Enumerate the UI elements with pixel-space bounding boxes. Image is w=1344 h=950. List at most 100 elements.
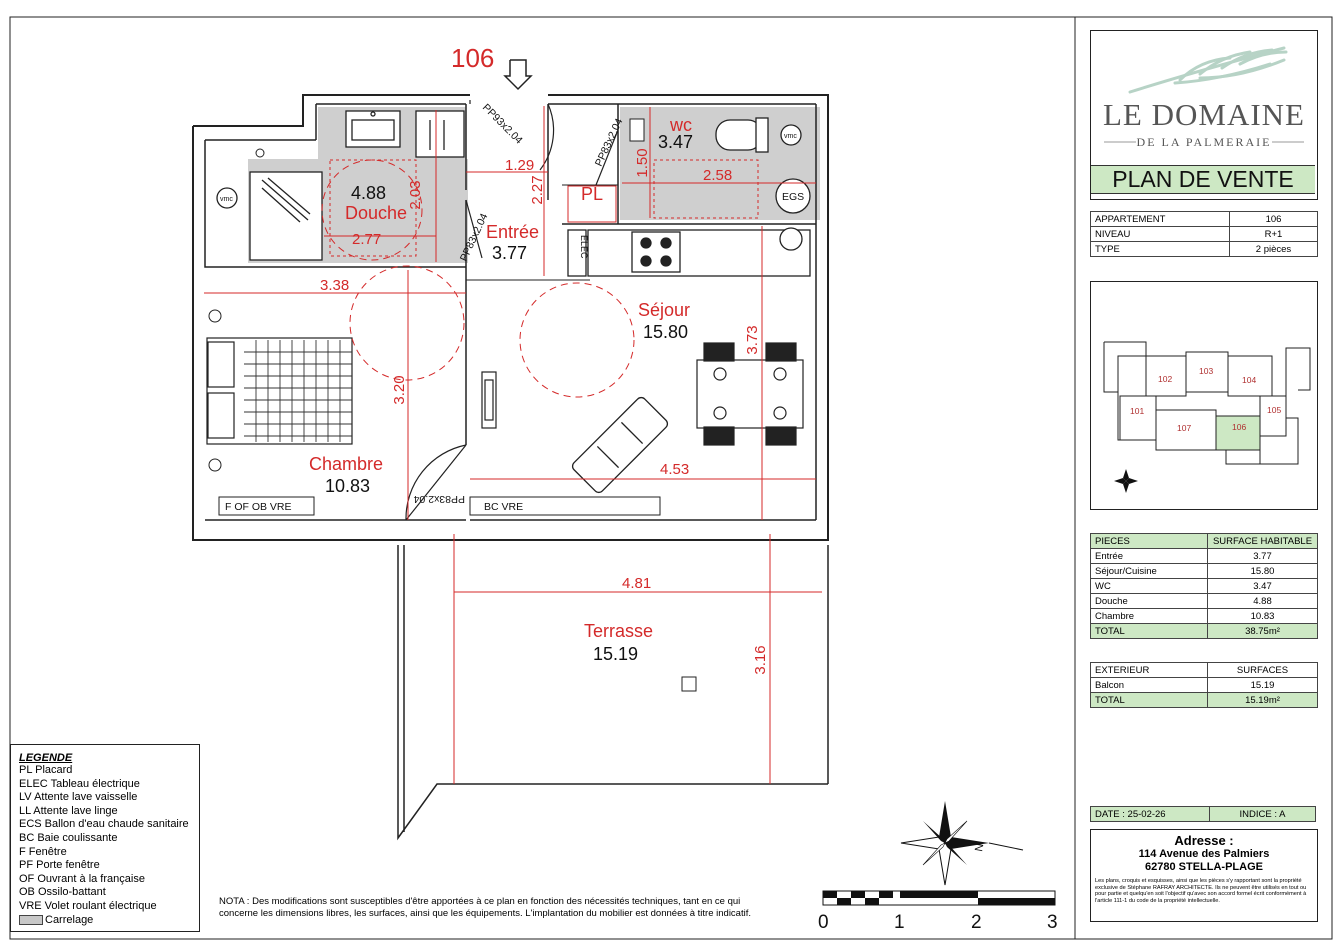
piece-name: WC	[1090, 578, 1208, 594]
surfaces-header-row: PIECES SURFACE HABITABLE	[1090, 533, 1318, 549]
vmc-vent-wc	[780, 124, 802, 146]
locator-unit-label: 102	[1158, 374, 1172, 384]
surfaces-header-piece: PIECES	[1090, 533, 1208, 549]
exterior-header-row: EXTERIEUR SURFACES	[1090, 662, 1318, 678]
dimension-label: 1.29	[505, 157, 534, 174]
tv-unit	[481, 371, 497, 429]
dimension-label: 3.20	[391, 375, 408, 404]
legend-item: F Fenêtre	[19, 845, 67, 858]
sofa	[571, 396, 669, 494]
legend-item: OF Ouvrant à la française	[19, 872, 145, 885]
piece-surface: 15.80	[1207, 563, 1318, 579]
piece-surface: 3.47	[1207, 578, 1318, 594]
door-tag: PP93x2.04	[480, 102, 525, 147]
room-area-sejour: 15.80	[643, 322, 688, 342]
water-heater-egs	[775, 178, 811, 214]
vmc-label-wc: vmc	[784, 133, 797, 140]
legend-item: OB Ossilo-battant	[19, 886, 106, 899]
date-index-table: DATE : 25-02-26 INDICE : A	[1090, 806, 1316, 822]
placard-label: PL	[581, 184, 603, 204]
locator-unit-label: 101	[1130, 406, 1144, 416]
note-line-2: concerne les dimensions libres, les surf…	[219, 908, 751, 919]
kitchen-counter	[567, 227, 811, 277]
piece-surface: 10.83	[1207, 608, 1318, 624]
double-bed	[206, 337, 353, 445]
surfaces-total-row: TOTAL 38.75m²	[1090, 623, 1318, 639]
piece-name: Balcon	[1090, 677, 1208, 693]
total-label: TOTAL	[1090, 623, 1208, 639]
locator-unit-label: 107	[1177, 423, 1191, 433]
door-swings	[405, 100, 619, 521]
exterior-total-row: TOTAL 15.19m²	[1090, 692, 1318, 708]
legend-item: LV Attente lave vaisselle	[19, 791, 138, 804]
terrace-outline	[397, 545, 829, 841]
exterior-header-piece: EXTERIEUR	[1090, 662, 1208, 678]
brand-name: LE DOMAINE	[1103, 97, 1305, 132]
elec-label: ELEC	[579, 235, 589, 259]
building-walls	[192, 94, 829, 541]
piece-name: Douche	[1090, 593, 1208, 609]
vmc-label-bathroom: vmc	[220, 196, 233, 203]
type-row: TYPE 2 pièces	[1090, 241, 1318, 257]
building-locator-map	[1090, 281, 1318, 510]
dimension-label: 4.81	[622, 575, 651, 592]
sheet-title: PLAN DE VENTE	[1091, 165, 1315, 194]
bedside-lamp-top	[208, 309, 222, 323]
piece-name: Entrée	[1090, 548, 1208, 564]
apartment-info-table: APPARTEMENT 106 NIVEAU R+1 TYPE 2 pièces	[1090, 211, 1318, 257]
address-line-1: 114 Avenue des Palmiers	[1138, 848, 1270, 860]
legend-item: PL Placard	[19, 764, 73, 776]
brand-box: LE DOMAINE DE LA PALMERAIE PLAN DE VENTE	[1090, 30, 1318, 200]
total-value: 38.75m²	[1207, 623, 1318, 639]
dining-set	[696, 342, 804, 446]
address-box: Adresse : 114 Avenue des Palmiers 62780 …	[1090, 829, 1318, 922]
dimension-label: 4.53	[660, 461, 689, 478]
total-label: TOTAL	[1090, 692, 1208, 708]
carrelage-label: Carrelage	[45, 913, 94, 926]
legend-item: LL Attente lave linge	[19, 804, 118, 817]
level-label: NIVEAU	[1090, 226, 1230, 242]
palm-leaf-logo	[1128, 46, 1288, 94]
locator-unit-label-highlighted: 106	[1232, 422, 1246, 432]
room-name-wc: wc	[669, 115, 692, 135]
apartment-value: 106	[1229, 211, 1318, 227]
sheet-border	[9, 16, 1333, 940]
room-name-entree: Entrée	[486, 222, 539, 242]
door-tag: PP83x2.04	[413, 493, 465, 505]
legal-notice: Les plans, croquis et esquisses, ainsi q…	[1095, 878, 1307, 904]
level-value: R+1	[1229, 226, 1318, 242]
dimension-label: 3.38	[320, 277, 349, 294]
dimension-label: 2.77	[352, 231, 381, 248]
level-row: NIVEAU R+1	[1090, 226, 1318, 242]
legend-item: VRE Volet roulant électrique	[19, 899, 157, 912]
apartment-label: APPARTEMENT	[1090, 211, 1230, 227]
exterior-header-area: SURFACES	[1207, 662, 1318, 678]
apartment-row: APPARTEMENT 106	[1090, 211, 1318, 227]
locator-unit-label: 104	[1242, 375, 1256, 385]
window-label-chambre: F OF OB VRE	[225, 501, 292, 513]
shower-drain	[255, 148, 265, 158]
type-value: 2 pièces	[1229, 241, 1318, 257]
piece-name: Séjour/Cuisine	[1090, 563, 1208, 579]
room-name-sejour: Séjour	[638, 300, 690, 320]
window-label-sejour: BC VRE	[484, 501, 523, 513]
legend-title: LEGENDE	[19, 752, 73, 764]
scale-bar-graphic	[822, 890, 1056, 906]
toilet-fixture	[715, 117, 769, 153]
locator-unit-label: 105	[1267, 405, 1281, 415]
bedside-lamp-bottom	[208, 458, 222, 472]
scale-label: 0	[818, 912, 829, 933]
locator-compass	[1114, 469, 1138, 493]
room-area-entree: 3.77	[492, 243, 527, 263]
surfaces-header-area: SURFACE HABITABLE	[1207, 533, 1318, 549]
piece-surface: 15.19	[1207, 677, 1318, 693]
locator-building-outline	[1103, 341, 1311, 465]
